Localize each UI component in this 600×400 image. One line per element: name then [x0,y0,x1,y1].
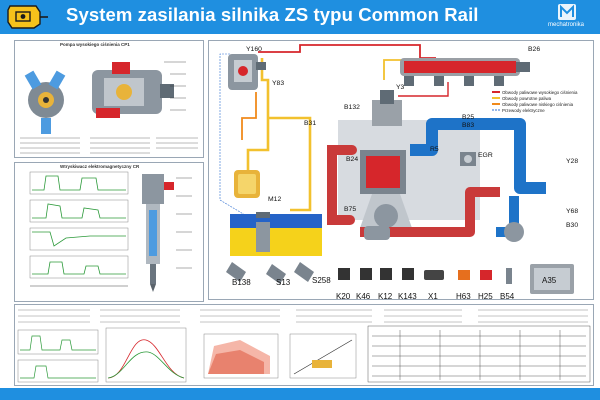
accelerator-pedal-icon [226,262,246,282]
label-a35: A35 [542,276,557,285]
label-k12: K12 [378,292,393,301]
common-rail-icon [400,58,530,86]
label-egr: EGR [478,152,493,159]
return-fuel-line-2 [268,116,312,212]
label-b31: B31 [304,120,317,127]
pump-panel-title: Pompa wysokiego ciśnienia CP1 [60,42,130,47]
label-b132: B132 [344,104,360,111]
label-h63: H63 [456,292,471,301]
label-s13: S13 [276,278,291,287]
engine-logo-icon [7,5,48,29]
brand-name: mechatronika [547,22,585,28]
label-s258: S258 [312,276,331,285]
label-b75: B75 [344,206,357,213]
label-k46: K46 [356,292,371,301]
legend-low-pressure: Obwody paliwowe niskiego ciśnienia [502,102,574,107]
electric-line [219,53,271,231]
warning-light-icon [480,270,492,280]
blue-charge-air-pipe [410,118,546,194]
injector-graphs [29,171,129,287]
label-b83: B83 [462,122,475,129]
label-x1: X1 [428,292,438,301]
bottom-legend-lines [18,309,588,323]
label-y160: Y160 [246,46,262,53]
egr-valve-icon [460,152,476,166]
label-b24: B24 [346,156,359,163]
legend-return: Obwody powrotne paliwa [502,96,552,101]
diagnostic-connector-icon [424,270,444,280]
engine-block-icon [338,90,480,228]
bottom-chart-3 [203,333,279,379]
label-m12: M12 [268,196,282,203]
label-k20: K20 [336,292,351,301]
label-y28: Y28 [566,158,579,165]
bottom-chart-2 [105,327,187,383]
brake-pedal-icon [266,264,286,284]
fuel-filter-icon [234,170,260,198]
legend-high-pressure: Obwody paliwowe wysokiego ciśnienia [502,90,578,95]
mechatronika-logo-icon [558,4,576,20]
label-y68: Y68 [566,208,579,215]
label-b26: B26 [528,46,541,53]
turbocharger-icon [504,222,524,242]
label-y3: Y3 [396,84,405,91]
pump-legend-lines [20,137,198,154]
bottom-legend-panel [14,304,594,386]
high-pressure-line-2 [398,82,449,97]
legend-electric: Przewody elektryczne [502,108,545,113]
clutch-pedal-icon [294,262,314,282]
label-h25: H25 [478,292,493,301]
label-b138: B138 [232,278,251,287]
label-k143: K143 [398,292,417,301]
relay-icons [338,268,414,280]
footer-bar [0,388,600,400]
label-b30: B30 [566,222,579,229]
injector-panel-title: Wtryskiwacz elektromagnetyczny CR [60,164,140,169]
injector-body-icon [142,174,192,292]
poster-title: System zasilania silnika ZS typu Common … [66,4,479,25]
bottom-chart-1 [17,329,99,383]
catalytic-converter-icon [364,226,390,240]
pump-section-icon [24,61,186,134]
high-pressure-line [258,44,436,59]
exhaust-pipe [360,187,500,237]
label-r5: R5 [430,146,439,153]
glow-indicator-icon [458,270,470,280]
bottom-wiring-diagram [367,325,591,383]
main-legend-swatches [492,91,500,111]
bottom-chart-4 [289,333,357,379]
low-pressure-line [241,92,257,140]
intake-manifold [327,145,357,225]
control-unit-icon [530,264,574,294]
label-b54: B54 [500,292,515,301]
label-b25: B25 [462,114,475,121]
return-fuel-line [246,58,270,172]
fuel-tank-icon [230,212,322,256]
temperature-sensor-icon [506,268,512,284]
title-bar [0,0,600,34]
high-pressure-pump-icon [228,54,266,90]
label-y83: Y83 [272,80,285,87]
